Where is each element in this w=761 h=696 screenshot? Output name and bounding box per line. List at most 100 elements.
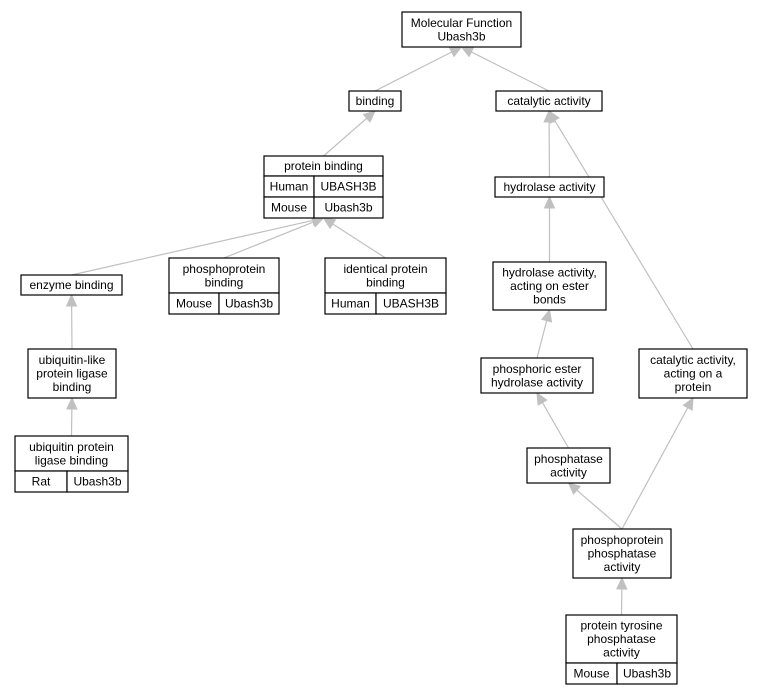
edge-protein_binding-to-binding [323, 110, 376, 157]
node-label-line: protein tyrosine [580, 619, 662, 633]
annotation-row-mouse: Mouse Ubash3b [565, 662, 678, 685]
node-title-box [572, 528, 672, 579]
node-label-line: phosphatase [534, 452, 603, 466]
gene-label: UBASH3B [320, 180, 376, 194]
node-title-box [638, 348, 748, 399]
node-title-box [20, 274, 123, 296]
node-label-line: activity [604, 560, 641, 574]
node-label-line: acting on ester [510, 279, 589, 293]
go-term-node-hydrolase[interactable]: hydrolase activity [494, 176, 605, 198]
node-label-line: ubiquitin-like [39, 353, 106, 367]
node-title-box [401, 11, 522, 48]
node-label-line: phosphatase [587, 632, 656, 646]
node-label-line: identical protein [343, 262, 427, 276]
edge-ptp-to-phosphoprotein_phosphatase [616, 576, 628, 616]
node-label-line: protein [675, 380, 712, 394]
node-label-line: Molecular Function [411, 16, 512, 30]
node-label-line: catalytic activity, [650, 353, 736, 367]
annotation-row-mouse: Mouse Ubash3b [168, 292, 280, 315]
node-label-line: protein binding [284, 159, 363, 173]
node-title-box [168, 257, 280, 294]
node-label-line: ligase binding [35, 453, 108, 467]
species-label: Mouse [176, 297, 212, 311]
node-title-box [348, 90, 402, 112]
node-label-line: binding [205, 275, 244, 289]
node-label-line: activity [603, 646, 640, 660]
node-label-line: activity [550, 465, 587, 479]
gene-label: UBASH3B [383, 297, 439, 311]
gene-cell [66, 470, 129, 493]
gene-cell [616, 662, 678, 685]
node-title-box [495, 90, 603, 112]
node-label-line: hydrolase activity [491, 375, 583, 389]
node-title-box [480, 357, 594, 394]
annotation-row-human: Human UBASH3B [324, 292, 447, 315]
node-label-line: hydrolase activity [503, 180, 595, 194]
go-term-node-binding[interactable]: binding [348, 90, 402, 112]
edge-phosphatase-to-phosphoric_ester [536, 391, 570, 449]
edge-ubl_ligase_binding-to-enzyme_binding [65, 293, 78, 350]
edge-phosphoric_ester-to-hydrolase_ester [536, 308, 553, 359]
node-label-line: hydrolase activity, [502, 266, 596, 280]
edge-catalytic_protein-to-catalytic [548, 109, 694, 350]
species-label: Mouse [573, 667, 609, 681]
node-label-line: ubiquitin protein [29, 440, 114, 454]
node-label-line: Ubash3b [437, 29, 485, 43]
node-label-line: protein ligase [36, 367, 108, 381]
species-label: Rat [32, 475, 51, 489]
node-label-line: binding [366, 275, 405, 289]
annotation-row-rat: Rat Ubash3b [14, 470, 129, 493]
node-title-box [494, 176, 605, 198]
node-title-box [492, 261, 607, 311]
species-label: Human [331, 297, 370, 311]
node-label-line: binding [356, 94, 395, 108]
node-label-line: acting on a [664, 367, 723, 381]
edges-layer [65, 46, 694, 616]
node-title-box [27, 348, 117, 399]
edge-ub_ligase_binding-to-ubl_ligase_binding [66, 396, 78, 437]
gene-label: Ubash3b [225, 297, 273, 311]
annotation-row-mouse: Mouse Ubash3b [263, 196, 384, 219]
node-label-line: binding [53, 380, 92, 394]
node-title-box [526, 447, 611, 484]
go-term-node-catalytic[interactable]: catalytic activity [495, 90, 603, 112]
go-term-node-ptp[interactable]: protein tyrosinephosphataseactivityMouse… [565, 614, 678, 685]
species-label: Human [270, 180, 309, 194]
gene-label: Ubash3b [623, 667, 671, 681]
edge-binding-to-mf [374, 46, 463, 92]
node-label-line: phosphoprotein [581, 533, 664, 547]
edge-hydrolase_ester-to-hydrolase [543, 195, 556, 262]
gene-label: Ubash3b [324, 201, 372, 215]
edge-identical_protein_binding-to-protein_binding [322, 217, 386, 259]
annotation-row-human: Human UBASH3B [263, 175, 384, 198]
gene-label: Ubash3b [73, 475, 121, 489]
edge-phosphoprotein_phosphatase-to-catalytic_protein [621, 396, 694, 530]
gene-cell [375, 292, 447, 315]
node-label-line: bonds [533, 293, 566, 307]
node-label-line: enzyme binding [29, 278, 113, 292]
edge-catalytic-to-mf [460, 46, 550, 92]
node-label-line: catalytic activity [507, 94, 590, 108]
node-label-line: phosphoprotein [183, 262, 266, 276]
edge-phosphoprotein_phosphatase-to-phosphatase [567, 482, 623, 530]
gene-cell [218, 292, 280, 315]
node-label-line: phosphoric ester [493, 362, 582, 376]
node-title-box [565, 614, 678, 664]
species-label: Mouse [271, 201, 307, 215]
node-label-line: phosphatase [588, 547, 657, 561]
go-term-node-enzyme-binding[interactable]: enzyme binding [20, 274, 123, 296]
gene-cell [313, 196, 384, 219]
